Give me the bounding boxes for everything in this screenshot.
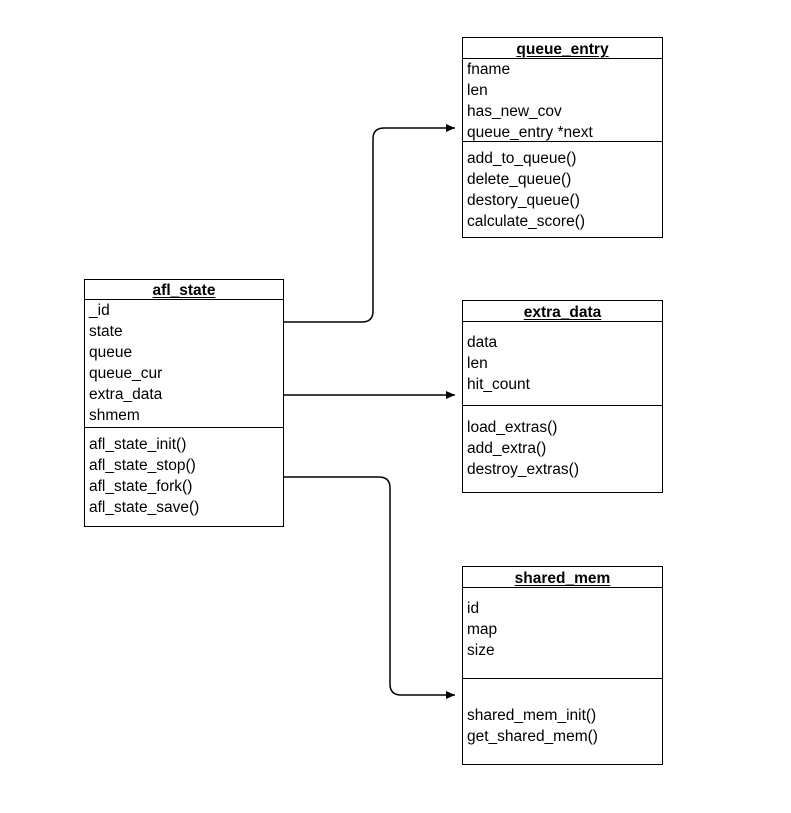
method-row: shared_mem_init() [467, 707, 597, 724]
class-title-text: queue_entry [516, 41, 609, 58]
attribute-row: state [89, 323, 123, 340]
class-title-text: extra_data [523, 304, 602, 321]
attribute-row: shmem [89, 407, 140, 424]
class-title-afl_state: afl_state [85, 280, 283, 300]
method-row: afl_state_save() [89, 499, 200, 516]
attribute-row: _id [89, 302, 110, 319]
methods-compartment-queue_entry: add_to_queue() delete_queue() destory_queu… [463, 141, 662, 232]
methods-compartment-shared_mem: shared_mem_init() get_shared_mem() [463, 678, 662, 747]
connector-afl_state-to-queue_entry [284, 124, 455, 323]
method-row: calculate_score() [467, 213, 586, 230]
attribute-row: queue [89, 344, 133, 361]
method-row: load_extras() [467, 419, 558, 436]
attribute-row: queue_entry *next [467, 124, 593, 141]
attribute-row: id [467, 600, 480, 617]
class-title-queue_entry: queue_entry [463, 38, 662, 59]
attributes-compartment-extra_data: data len hit_count [463, 322, 662, 405]
class-title-shared_mem: shared_mem [463, 567, 662, 588]
methods-compartment-afl_state: afl_state_init() afl_state_stop() afl_stat… [85, 427, 283, 518]
method-row: destory_queue() [467, 192, 580, 209]
class-title-text: shared_mem [514, 570, 611, 587]
method-row: add_to_queue() [467, 150, 577, 167]
attributes-compartment-queue_entry: fname len has_new_cov queue_entry *next [463, 59, 662, 141]
method-row: afl_state_init() [89, 436, 187, 453]
method-row: afl_state_fork() [89, 478, 193, 495]
attribute-row: size [467, 642, 495, 659]
method-row: destroy_extras() [467, 461, 579, 478]
attribute-row: len [467, 355, 488, 372]
attribute-row: extra_data [89, 386, 163, 403]
class-title-text: afl_state [152, 282, 216, 299]
method-row: get_shared_mem() [467, 728, 598, 745]
methods-compartment-extra_data: load_extras() add_extra() destroy_extras() [463, 405, 662, 480]
attribute-row: len [467, 82, 488, 99]
method-row: delete_queue() [467, 171, 572, 188]
attribute-row: map [467, 621, 498, 638]
attribute-row: hit_count [467, 376, 530, 393]
attribute-row: fname [467, 61, 511, 78]
class-title-extra_data: extra_data [463, 301, 662, 322]
attribute-row: data [467, 334, 498, 351]
attribute-row: queue_cur [89, 365, 163, 382]
attribute-row: has_new_cov [467, 103, 562, 120]
attributes-compartment-shared_mem: id map size [463, 588, 662, 678]
method-row: afl_state_stop() [89, 457, 196, 474]
connector-afl_state-to-shared_mem [284, 476, 455, 699]
method-row: add_extra() [467, 440, 547, 457]
